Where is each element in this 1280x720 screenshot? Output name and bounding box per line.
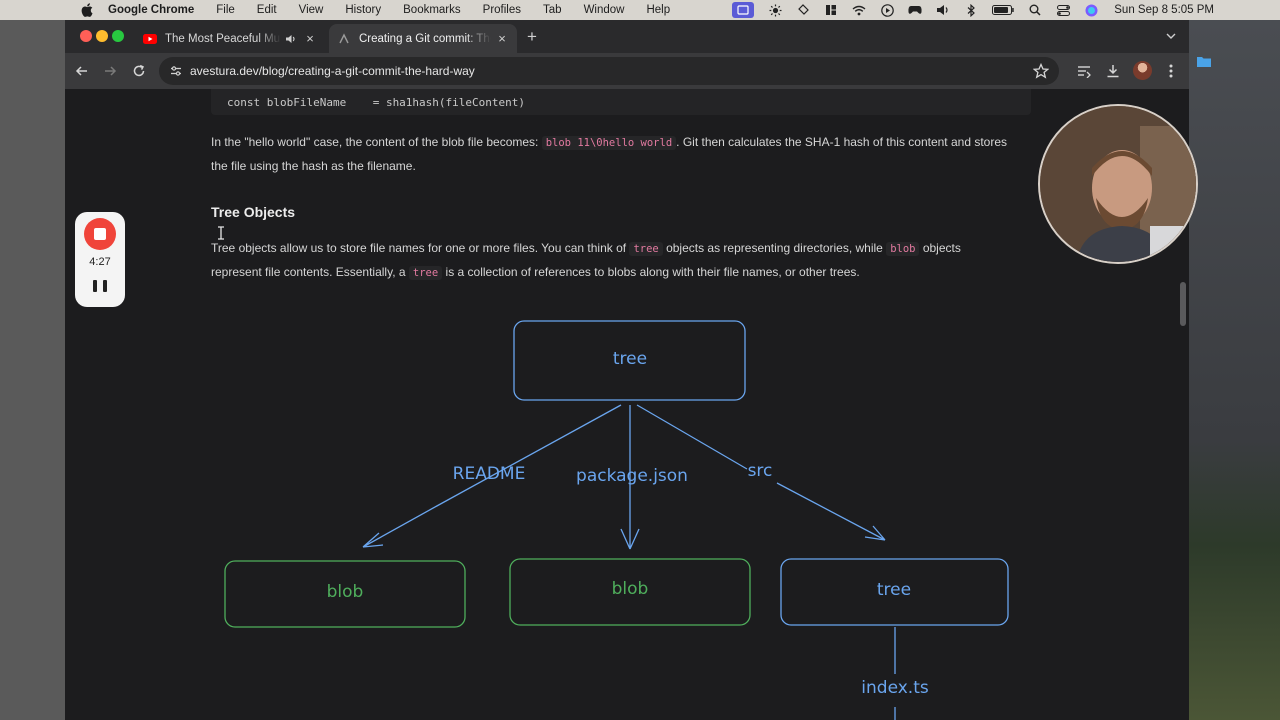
url-text[interactable]: avestura.dev/blog/creating-a-git-commit-…	[190, 64, 475, 78]
macos-menubar: Google Chrome File Edit View History Boo…	[0, 0, 1280, 20]
pause-icon[interactable]	[93, 280, 107, 294]
tab-audio-icon[interactable]	[285, 34, 299, 44]
site-favicon-icon	[337, 32, 351, 46]
window-close-button[interactable]	[80, 30, 92, 42]
youtube-icon	[143, 32, 157, 46]
tab-close-icon[interactable]: ×	[498, 31, 506, 46]
menu-profiles[interactable]: Profiles	[482, 4, 522, 16]
presenter-video-image	[1040, 106, 1196, 262]
sidebar-panel-icon[interactable]	[824, 3, 838, 17]
tab-title: The Most Peaceful Music	[165, 32, 281, 45]
index-ts-label: index.ts	[861, 678, 929, 698]
site-settings-icon[interactable]	[169, 64, 183, 78]
text: is a collection of references to blobs a…	[442, 264, 860, 279]
search-icon[interactable]	[1028, 3, 1042, 17]
new-tab-button[interactable]: +	[527, 27, 537, 46]
menu-window[interactable]: Window	[583, 4, 625, 16]
forward-arrow-icon[interactable]	[101, 62, 119, 80]
code-line: const blobFileName = sha1hash(fileConten…	[227, 96, 526, 109]
wifi-icon[interactable]	[852, 3, 866, 17]
text: objects as representing directories, whi…	[662, 241, 887, 255]
reading-list-icon[interactable]	[1075, 62, 1093, 80]
text-cursor-icon	[216, 226, 226, 240]
reload-icon[interactable]	[130, 62, 148, 80]
window-minimize-button[interactable]	[96, 30, 108, 42]
blob-box-readme	[224, 560, 466, 628]
tree-diagram	[224, 320, 1009, 720]
src-tree-label: tree	[876, 580, 912, 600]
desktop-folder-icon[interactable]	[1197, 56, 1211, 69]
tab-youtube-music[interactable]: The Most Peaceful Music ×	[135, 24, 325, 53]
recording-timer: 4:27	[89, 256, 111, 268]
more-menu-icon[interactable]	[1162, 62, 1180, 80]
blob-box-package-json	[509, 558, 751, 626]
apple-icon[interactable]	[80, 3, 94, 17]
webcam-overlay	[1038, 104, 1198, 264]
address-bar[interactable]: avestura.dev/blog/creating-a-git-commit-…	[159, 57, 1059, 85]
section-heading: Tree Objects	[211, 204, 296, 220]
src-tree-box	[780, 558, 1009, 626]
browser-toolbar: avestura.dev/blog/creating-a-git-commit-…	[65, 53, 1189, 89]
menu-history[interactable]: History	[345, 4, 382, 16]
menu-bookmarks[interactable]: Bookmarks	[403, 4, 461, 16]
page-scrollbar[interactable]	[1180, 282, 1186, 326]
edge-src	[636, 404, 748, 470]
menubar-status-area: Sun Sep 8 5:05 PM	[732, 0, 1214, 20]
inline-code: tree	[408, 265, 443, 280]
text: In the "hello world" case, the content o…	[211, 135, 542, 149]
control-center-icon[interactable]	[1056, 3, 1070, 17]
edge-package-json	[620, 405, 640, 550]
text: objects represent file contents. Essenti…	[211, 241, 961, 279]
edge-readme-arrow	[362, 506, 436, 548]
menu-edit[interactable]: Edit	[256, 4, 277, 16]
edge-label-package-json: package.json	[576, 466, 688, 486]
game-controller-icon[interactable]	[908, 3, 922, 17]
inline-code: tree	[629, 242, 663, 256]
recording-widget: 4:27	[75, 212, 125, 307]
tab-close-icon[interactable]: ×	[306, 31, 314, 46]
tab-search-chevron-icon[interactable]	[1163, 28, 1179, 44]
screen-record-icon[interactable]	[732, 2, 755, 18]
menu-file[interactable]: File	[216, 4, 235, 16]
edge-src-arrow	[776, 482, 886, 541]
root-tree-label: tree	[612, 349, 648, 369]
bluetooth-icon[interactable]	[964, 3, 978, 17]
paragraph-blob-content: In the "hello world" case, the content o…	[211, 131, 1011, 177]
download-icon[interactable]	[1104, 62, 1122, 80]
code-block: const blobFileName = sha1hash(fileConten…	[211, 89, 1031, 115]
browser-window: The Most Peaceful Music × Creating a Git…	[65, 20, 1189, 720]
edge-label-readme: README	[452, 464, 526, 484]
volume-icon[interactable]	[936, 3, 950, 17]
window-zoom-button[interactable]	[112, 30, 124, 42]
stop-recording-button[interactable]	[84, 218, 116, 250]
tab-active-article[interactable]: Creating a Git commit: The Hard Way ×	[329, 24, 517, 53]
bookmark-star-icon[interactable]	[1032, 62, 1050, 79]
edge-label-src: src	[747, 461, 773, 481]
profile-avatar[interactable]	[1133, 61, 1152, 80]
media-play-icon[interactable]	[880, 3, 894, 17]
menubar-clock[interactable]: Sun Sep 8 5:05 PM	[1114, 4, 1214, 16]
blob-label-1: blob	[326, 582, 364, 602]
desktop-background	[1189, 20, 1280, 720]
siri-icon[interactable]	[1084, 3, 1098, 17]
blob-label-2: blob	[611, 579, 649, 599]
menu-app-name[interactable]: Google Chrome	[108, 4, 195, 16]
tab-title: Creating a Git commit: The Hard Way	[359, 32, 491, 45]
brightness-icon[interactable]	[768, 3, 782, 17]
inline-code: blob	[886, 242, 920, 256]
menu-tab[interactable]: Tab	[543, 4, 562, 16]
text: Tree objects allow us to store file name…	[211, 241, 630, 255]
page-content[interactable]: const blobFileName = sha1hash(fileConten…	[65, 89, 1189, 720]
battery-icon[interactable]	[992, 3, 1014, 17]
paragraph-tree-objects: Tree objects allow us to store file name…	[211, 237, 1011, 284]
inline-code: blob 11\0hello world	[541, 136, 677, 150]
edge-readme	[434, 404, 622, 508]
tab-strip: The Most Peaceful Music × Creating a Git…	[65, 20, 1189, 53]
back-arrow-icon[interactable]	[73, 62, 91, 80]
root-tree-box	[513, 320, 746, 401]
capture-tool-icon[interactable]	[796, 3, 810, 17]
menu-view[interactable]: View	[298, 4, 324, 16]
menu-help[interactable]: Help	[646, 4, 671, 16]
text: . Git then calculates the SHA-1 hash of …	[211, 135, 1008, 173]
